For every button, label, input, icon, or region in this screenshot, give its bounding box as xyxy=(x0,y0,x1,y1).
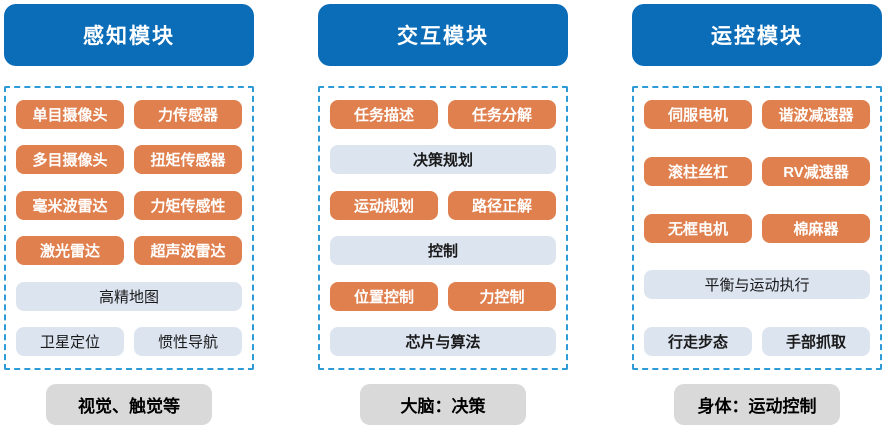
module-item: 力传感器 xyxy=(134,100,242,129)
panel-row: 高精地图 xyxy=(16,281,242,311)
module-item: 平衡与运动执行 xyxy=(644,270,870,300)
module-panel: 任务描述任务分解决策规划运动规划路径正解控制位置控制力控制芯片与算法 xyxy=(318,86,568,370)
module-item: 惯性导航 xyxy=(134,326,242,356)
panel-row: 运动规划路径正解 xyxy=(330,190,556,220)
module-item: 控制 xyxy=(330,236,556,266)
panel-row: 平衡与运动执行 xyxy=(644,270,870,300)
module-item: 任务描述 xyxy=(330,100,438,129)
module-title: 交互模块 xyxy=(318,4,568,66)
module-item: 高精地图 xyxy=(16,281,242,311)
module-item: 毫米波雷达 xyxy=(16,190,124,220)
panel-row: 滚柱丝杠 RV减速器 xyxy=(644,156,870,186)
module-item: 伺服电机 xyxy=(644,100,752,129)
module-column-2: 交互模块任务描述任务分解决策规划运动规划路径正解控制位置控制力控制芯片与算法大脑… xyxy=(318,4,568,432)
module-title: 运控模块 xyxy=(632,4,882,66)
module-panel: 单目摄像头力传感器多目摄像头扭矩传感器毫米波雷达力矩传感性激光雷达超声波雷达高精… xyxy=(4,86,254,370)
module-footer: 视觉、触觉等 xyxy=(46,384,212,425)
panel-row: 行走步态手部抓取 xyxy=(644,327,870,356)
panel-row: 毫米波雷达力矩传感性 xyxy=(16,190,242,220)
panel-row: 激光雷达超声波雷达 xyxy=(16,236,242,266)
panel-row: 芯片与算法 xyxy=(330,326,556,356)
module-item: 超声波雷达 xyxy=(134,236,242,266)
module-item: 决策规划 xyxy=(330,145,556,175)
module-footer: 大脑：决策 xyxy=(360,384,526,425)
module-footer: 身体：运动控制 xyxy=(674,384,840,425)
module-item: 任务分解 xyxy=(448,100,556,129)
panel-row: 多目摄像头扭矩传感器 xyxy=(16,145,242,175)
module-title: 感知模块 xyxy=(4,4,254,66)
module-item: 路径正解 xyxy=(448,190,556,220)
panel-row: 卫星定位惯性导航 xyxy=(16,326,242,356)
module-item: 滚柱丝杠 xyxy=(644,156,752,186)
module-item: 无框电机 xyxy=(644,213,752,243)
module-item: 激光雷达 xyxy=(16,236,124,266)
panel-row: 控制 xyxy=(330,236,556,266)
panel-row: 无框电机棉麻器 xyxy=(644,213,870,243)
module-item: 棉麻器 xyxy=(762,213,870,243)
module-item: 行走步态 xyxy=(644,327,752,356)
panel-row: 位置控制力控制 xyxy=(330,281,556,311)
module-item: RV减速器 xyxy=(762,156,870,186)
module-item: 位置控制 xyxy=(330,281,438,311)
module-item: 卫星定位 xyxy=(16,326,124,356)
module-item: 谐波减速器 xyxy=(762,100,870,129)
panel-row: 任务描述任务分解 xyxy=(330,100,556,129)
module-item: 单目摄像头 xyxy=(16,100,124,129)
module-item: 手部抓取 xyxy=(762,327,870,356)
module-item: 运动规划 xyxy=(330,190,438,220)
panel-row: 伺服电机谐波减速器 xyxy=(644,100,870,129)
module-item: 芯片与算法 xyxy=(330,326,556,356)
panel-row: 决策规划 xyxy=(330,145,556,175)
module-column-1: 感知模块单目摄像头力传感器多目摄像头扭矩传感器毫米波雷达力矩传感性激光雷达超声波… xyxy=(4,4,254,432)
panel-row: 单目摄像头力传感器 xyxy=(16,100,242,129)
module-item: 多目摄像头 xyxy=(16,145,124,175)
module-item: 力矩传感性 xyxy=(134,190,242,220)
module-item: 力控制 xyxy=(448,281,556,311)
module-item: 扭矩传感器 xyxy=(134,145,242,175)
